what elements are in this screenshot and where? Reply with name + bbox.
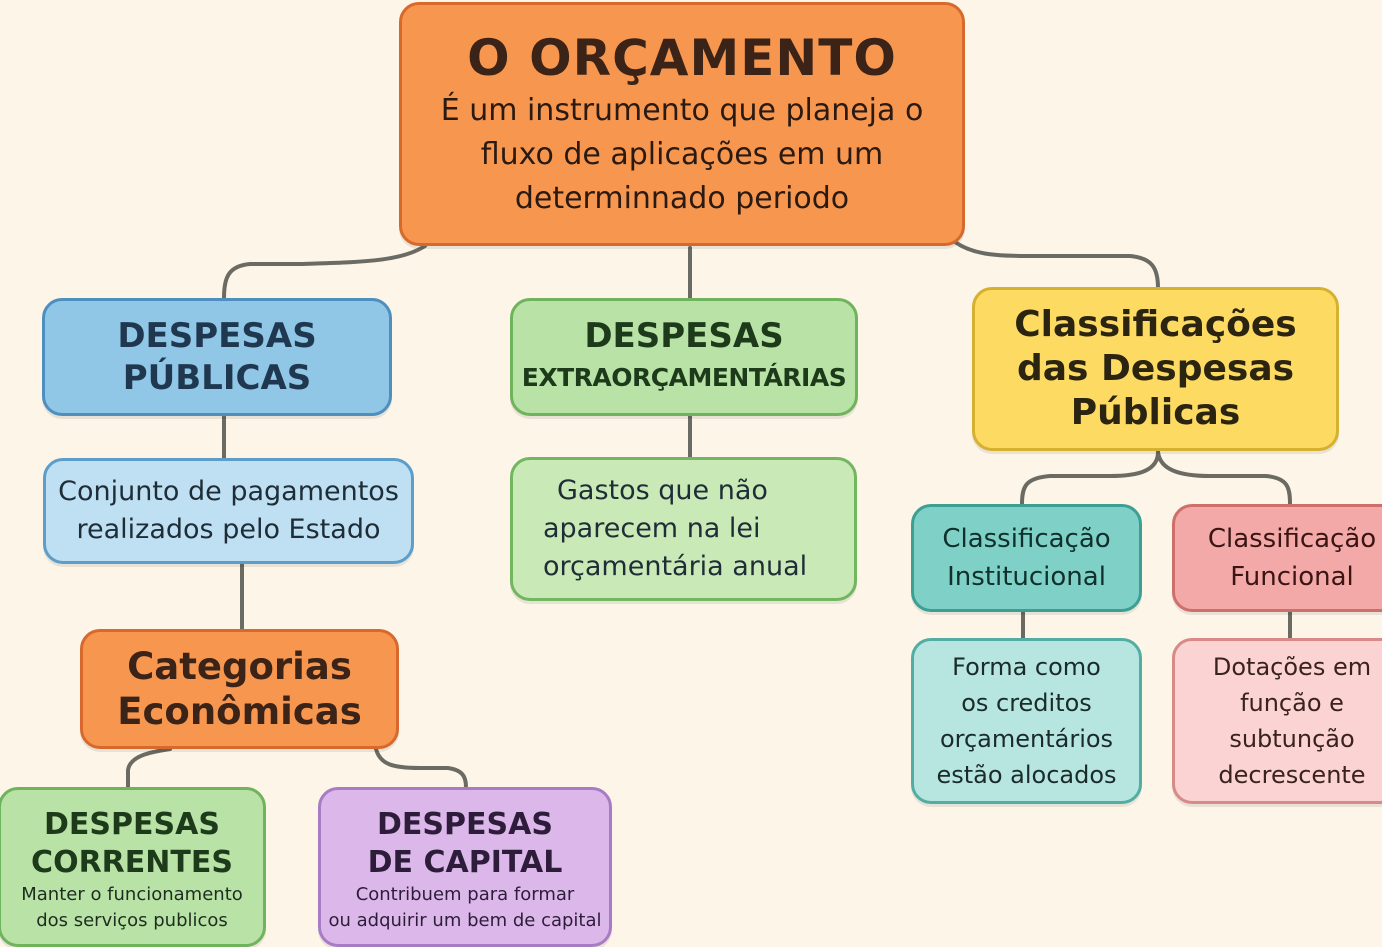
despesas-extraorcamentarias-title-line-2: EXTRAORÇAMENTÁRIAS	[521, 363, 847, 392]
classificacao-institucional-title-line-1: Classificação	[942, 524, 1111, 554]
connector-classificacoes-to-funcional	[1156, 450, 1292, 506]
classificacao-institucional-header: Classificação Institucional	[911, 504, 1142, 612]
despesas-extraorcamentarias-description: Gastos que não aparecem na lei orçamentá…	[510, 457, 857, 601]
classificacoes-header: Classificações das Despesas Públicas	[972, 287, 1339, 451]
despesas-extraorcamentarias-desc-line-3: orçamentária anual	[543, 551, 808, 582]
classificacao-funcional-desc-line-2: função e	[1240, 689, 1344, 717]
connector-root-to-classificacoes	[953, 240, 1160, 290]
orcamento-description-line-2: fluxo de aplicações em um	[480, 137, 884, 172]
categorias-economicas-title-line-2: Econômicas	[117, 690, 362, 733]
connector-categorias-to-correntes	[126, 747, 172, 789]
connector-root-to-despesas-publicas	[222, 244, 427, 300]
despesas-correntes-desc-line-1: Manter o funcionamento	[21, 884, 243, 905]
categorias-economicas-header: Categorias Econômicas	[80, 629, 399, 749]
categorias-economicas-title-line-1: Categorias	[127, 645, 352, 688]
classificacoes-title-line-3: Públicas	[1070, 392, 1241, 433]
classificacoes-title-line-2: das Despesas	[1016, 348, 1295, 389]
classificacao-institucional-desc-line-1: Forma como	[952, 653, 1101, 681]
classificacao-funcional-title-line-1: Classificação	[1207, 524, 1377, 554]
orcamento-root-box: O ORÇAMENTO É um instrumento que planeja…	[399, 2, 965, 246]
classificacao-funcional-desc-line-4: decrescente	[1218, 761, 1366, 789]
despesas-correntes-title-line-2: CORRENTES	[31, 845, 233, 880]
classificacao-funcional-desc-line-1: Dotações em	[1212, 653, 1372, 681]
despesas-publicas-title-line-2: PÚBLICAS	[122, 358, 312, 398]
classificacao-funcional-title-line-2: Funcional	[1230, 562, 1354, 592]
despesas-capital-title-line-2: DE CAPITAL	[367, 845, 563, 880]
despesas-publicas-desc-line-2: realizados pelo Estado	[76, 514, 381, 545]
despesas-capital-title-line-1: DESPESAS	[377, 807, 553, 842]
despesas-publicas-desc-line-1: Conjunto de pagamentos	[58, 476, 399, 507]
despesas-capital-desc-line-2: ou adquirir um bem de capital	[328, 910, 602, 931]
despesas-correntes-box: DESPESAS CORRENTES Manter o funcionament…	[0, 787, 266, 947]
classificacao-funcional-header: Classificação Funcional	[1172, 504, 1382, 612]
classificacao-institucional-desc-line-4: estão alocados	[936, 761, 1117, 789]
despesas-extraorcamentarias-header: DESPESAS EXTRAORÇAMENTÁRIAS	[510, 298, 858, 416]
orcamento-description-line-3: determinnado periodo	[514, 181, 850, 216]
despesas-extraorcamentarias-desc-line-1: Gastos que não	[557, 475, 768, 506]
classificacao-institucional-desc-line-3: orçamentários	[939, 725, 1114, 753]
despesas-capital-desc-line-1: Contribuem para formar	[355, 884, 575, 905]
despesas-correntes-title-line-1: DESPESAS	[44, 807, 220, 842]
despesas-publicas-description: Conjunto de pagamentos realizados pelo E…	[43, 458, 414, 564]
connector-classificacoes-to-institucional	[1020, 450, 1160, 506]
classificacao-funcional-description: Dotações em função e subtunção decrescen…	[1172, 638, 1382, 804]
despesas-publicas-title-line-1: DESPESAS	[117, 316, 317, 356]
classificacao-institucional-desc-line-2: os creditos	[961, 689, 1092, 717]
classificacao-funcional-desc-line-3: subtunção	[1229, 725, 1355, 753]
classificacao-institucional-title-line-2: Institucional	[947, 562, 1106, 592]
classificacao-institucional-description: Forma como os creditos orçamentários est…	[911, 638, 1142, 804]
classificacoes-title-line-1: Classificações	[1014, 304, 1297, 345]
connector-categorias-to-capital	[374, 747, 468, 789]
despesas-correntes-desc-line-2: dos serviços publicos	[36, 910, 228, 931]
orcamento-title: O ORÇAMENTO	[467, 29, 897, 87]
despesas-extraorcamentarias-desc-line-2: aparecem na lei	[543, 513, 761, 544]
despesas-publicas-header: DESPESAS PÚBLICAS	[42, 298, 392, 416]
despesas-capital-box: DESPESAS DE CAPITAL Contribuem para form…	[318, 787, 612, 947]
despesas-extraorcamentarias-title-line-1: DESPESAS	[584, 316, 784, 356]
connector-lines	[126, 240, 1292, 789]
orcamento-description-line-1: É um instrumento que planeja o	[440, 93, 924, 128]
